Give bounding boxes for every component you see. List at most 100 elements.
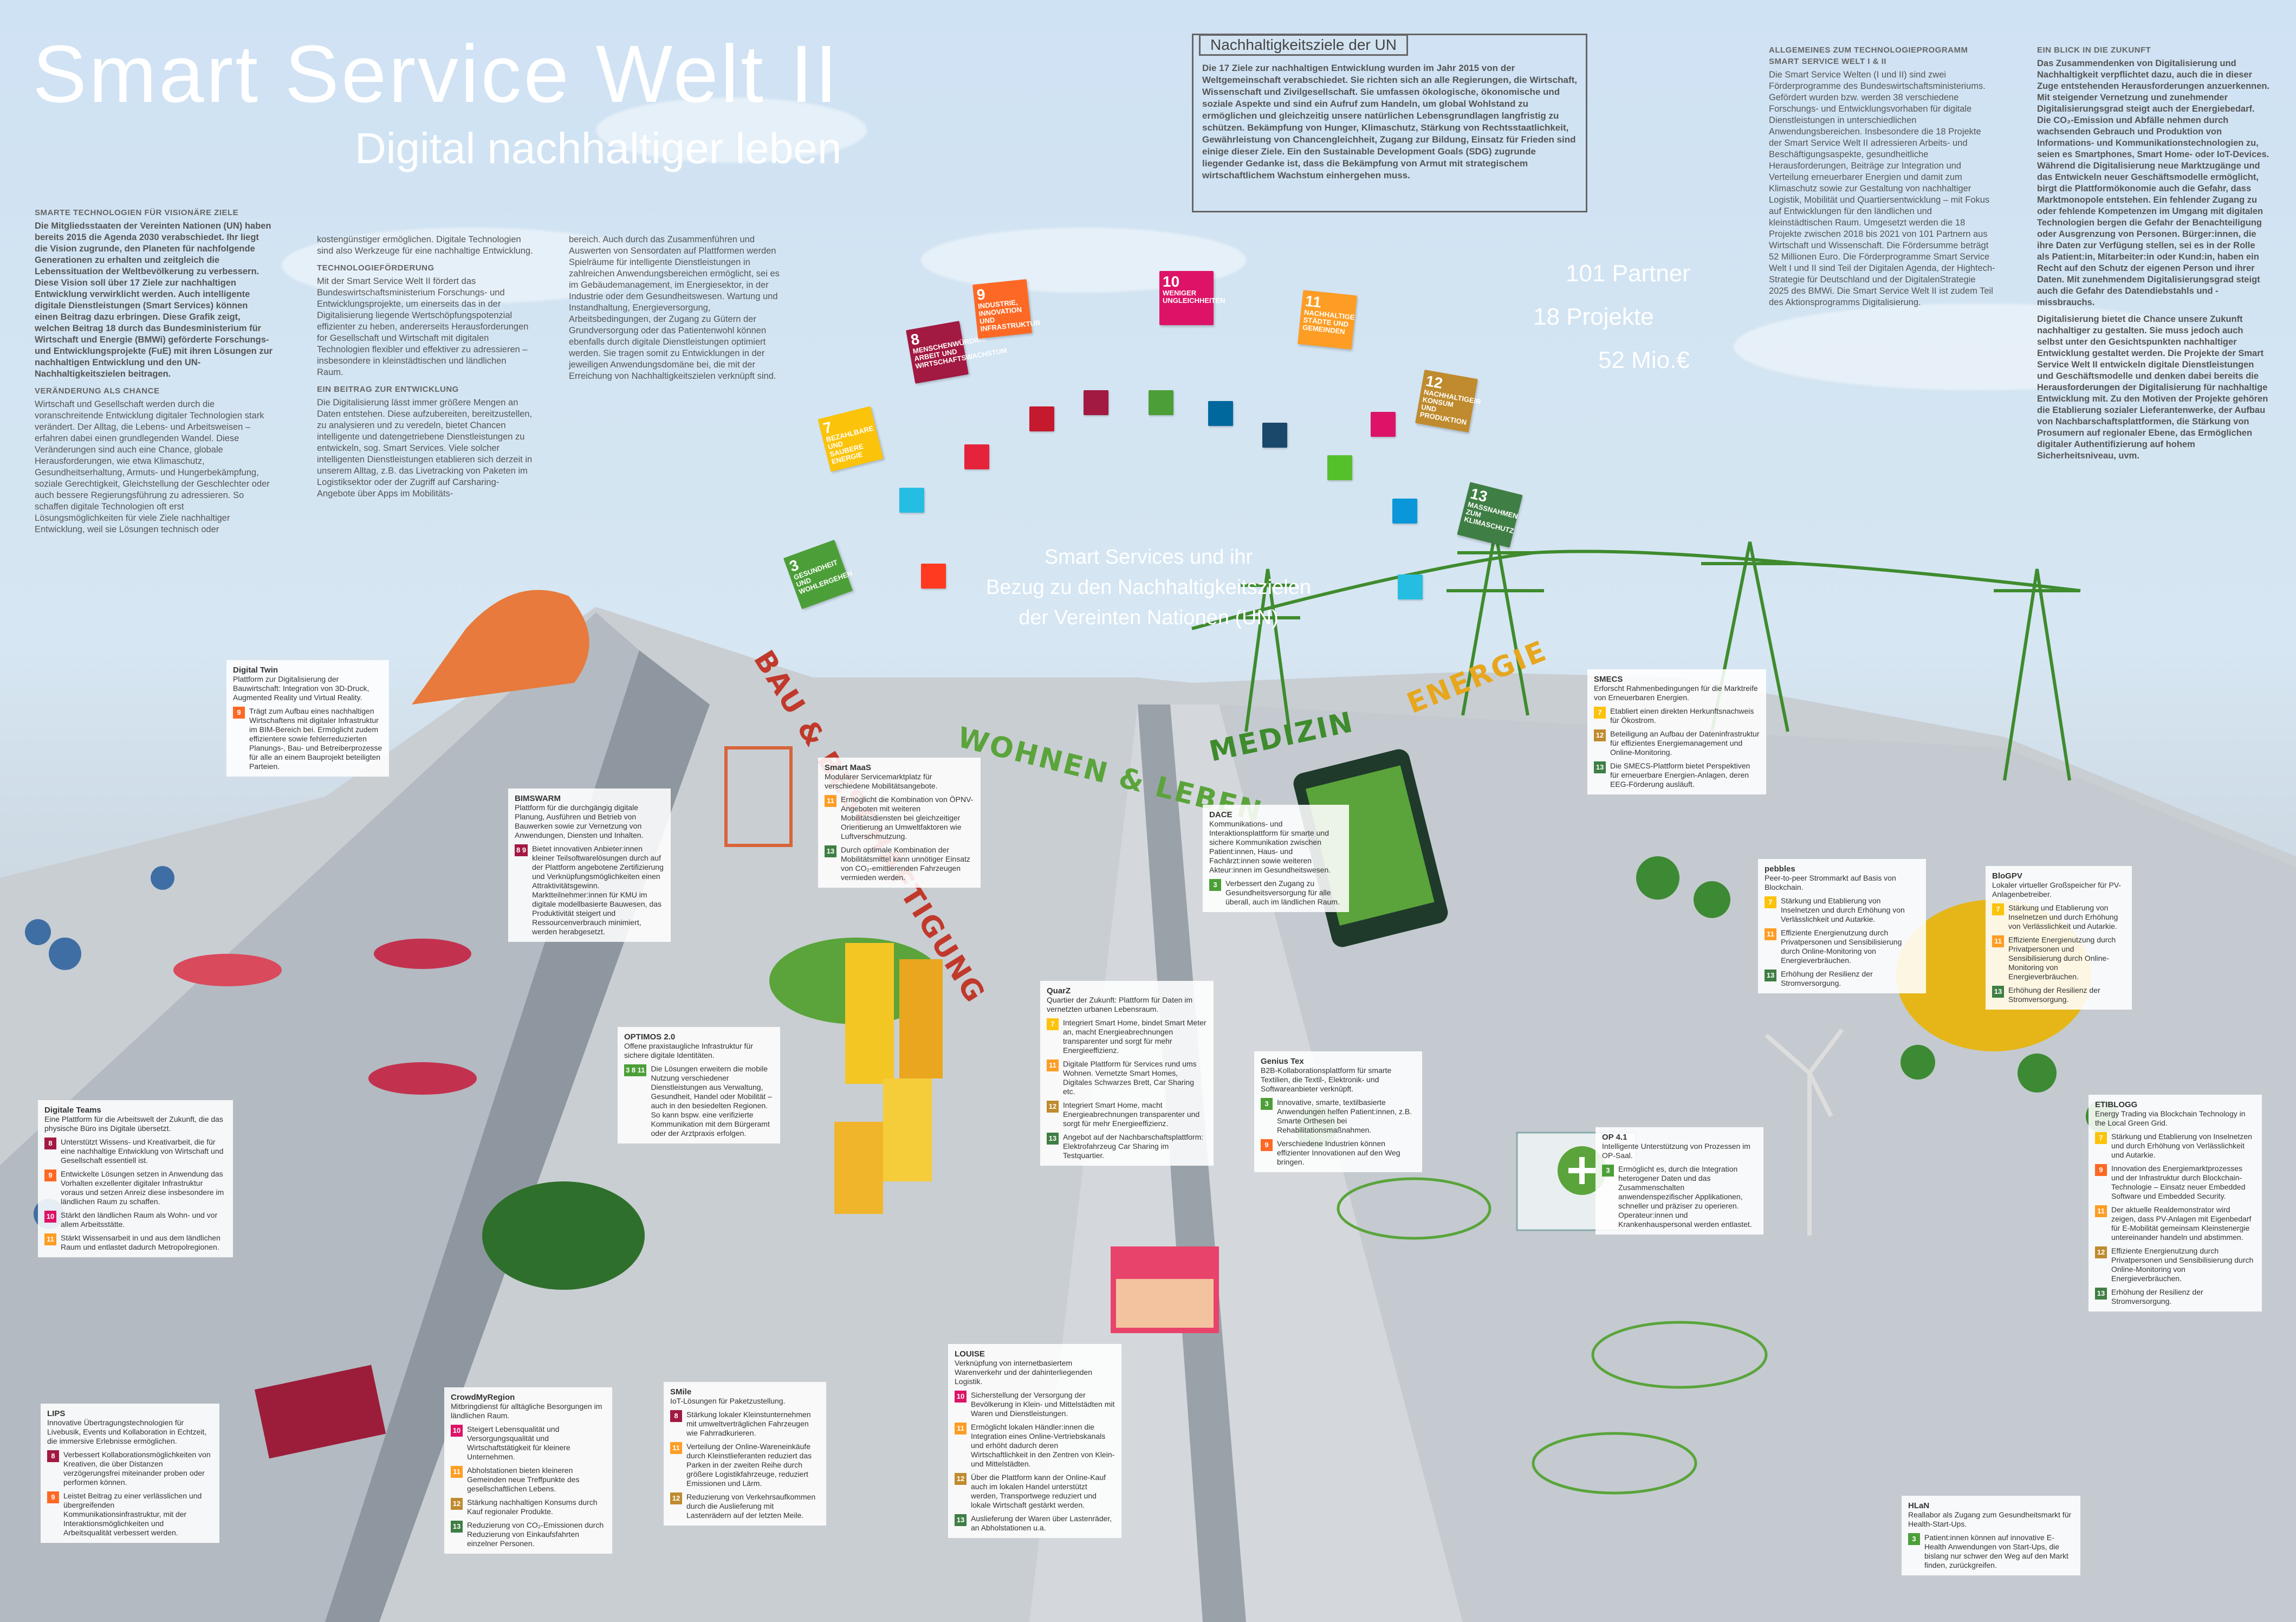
sdg-badge: 8 [670, 1410, 682, 1422]
card-item-text: Verteilung der Online-Wareneinkäufe durc… [686, 1442, 812, 1488]
sdg-badge: 3 [1209, 879, 1221, 891]
card-item-text: Stärkt Wissensarbeit in und aus dem länd… [61, 1233, 220, 1251]
sdg-badge: 3 [1908, 1533, 1920, 1545]
sdg-badge: 12 [670, 1492, 682, 1504]
sdg-badge: 11 [1992, 935, 2004, 947]
card-item-text: Ermöglicht lokalen Händler:innen die Int… [971, 1423, 1115, 1468]
card-title: OP 4.1 [1602, 1133, 1627, 1142]
card-title: pebbles [1765, 864, 1795, 874]
sdg-label: NACHHALTIGE STÄDTE UND GEMEINDEN [1302, 308, 1355, 336]
card-item-text: Angebot auf der Nachbarschaftsplattform:… [1063, 1133, 1204, 1160]
card-subtitle: Offene praxistaugliche Infrastruktur für… [624, 1042, 753, 1059]
page-title: Smart Service Welt II [33, 28, 840, 119]
sdg-badge: 7 [1992, 903, 2004, 915]
card-subtitle: Quartier der Zukunft: Plattform für Date… [1047, 996, 1193, 1013]
center-title-line: der Vereinten Nationen (UN) [1019, 606, 1279, 629]
intro-column-3: bereich. Auch durch das Zusammenführen u… [569, 234, 786, 387]
card-title: LIPS [47, 1409, 66, 1418]
sdg-badge: 9 [44, 1169, 56, 1181]
card-item-text: Effiziente Energienutzung durch Privatpe… [2008, 935, 2116, 981]
sdg-badge: 7 [1047, 1018, 1059, 1030]
sdg-badge: 7 [1765, 896, 1776, 908]
sdg-small-tile [1371, 412, 1396, 437]
card-subtitle: Verknüpfung von internetbasiertem Warenv… [955, 1359, 1092, 1386]
card-title: SMile [670, 1387, 692, 1397]
sdg-badge: 11 [1765, 928, 1776, 940]
card-subtitle: Plattform zur Digitalisierung der Bauwir… [233, 675, 369, 702]
paragraph: Die Mitgliedsstaaten der Vereinten Natio… [35, 221, 273, 379]
card-item-text: Beteiligung an Aufbau der Dateninfrastru… [1610, 729, 1760, 757]
heading: SMARTE TECHNOLOGIEN FÜR VISIONÄRE ZIELE [35, 208, 239, 217]
card-subtitle: Eine Plattform für die Arbeitswelt der Z… [44, 1115, 223, 1133]
sdg-badge: 9 [47, 1491, 59, 1503]
stat-funding: 52 Mio.€ [1598, 347, 1690, 373]
card-title: HLaN [1908, 1501, 1930, 1510]
heading: EIN BLICK IN DIE ZUKUNFT [2037, 46, 2151, 55]
stat-projects: 18 Projekte [1533, 303, 1654, 330]
card-subtitle: Mitbringdienst für alltägliche Besorgung… [451, 1402, 602, 1420]
paragraph: kostengünstiger ermöglichen. Digitale Te… [317, 235, 533, 256]
sdg-badge: 3 [1261, 1098, 1273, 1110]
sdg-badge: 11 [1047, 1059, 1059, 1071]
heading: EIN BEITRAG ZUR ENTWICKLUNG [317, 385, 459, 394]
card-item-text: Innovation des Energiemarktprozesses und… [2111, 1164, 2246, 1200]
sdg-badge: 13 [955, 1514, 967, 1526]
card-item-text: Durch optimale Kombination der Mobilität… [841, 845, 970, 882]
heading: TECHNOLOGIEFÖRDERUNG [317, 263, 434, 273]
cloud [282, 228, 661, 303]
sdg-badge: 12 [451, 1498, 463, 1510]
card-item-text: Steigert Lebensqualität und Versorgungsq… [467, 1425, 570, 1461]
card-subtitle: Lokaler virtueller Großspeicher für PV-A… [1992, 881, 2122, 899]
card-subtitle: IoT-Lösungen für Paketzustellung. [670, 1397, 786, 1405]
sdg-badge: 12 [1594, 729, 1606, 741]
sdg-badge: 8 [47, 1450, 59, 1462]
card-item-text: Auslieferung der Waren über Lastenräder,… [971, 1514, 1112, 1532]
center-title-line: Smart Services und ihr [1044, 546, 1253, 568]
card-item-text: Erhöhung der Resilienz der Stromversorgu… [1781, 970, 1873, 987]
sdg-badge: 9 [1261, 1139, 1273, 1151]
sdg-badge: 13 [1765, 970, 1776, 981]
un-goals-label: Nachhaltigkeitsziele der UN [1199, 34, 1408, 56]
future-column: EIN BLICK IN DIE ZUKUNFT Das Zusammenden… [2037, 39, 2270, 467]
sdg-small-tile [921, 564, 946, 589]
card-title: ETIBLOGG [2095, 1100, 2138, 1109]
sdg-badge: 11 [670, 1442, 682, 1454]
un-goals-box: Nachhaltigkeitsziele der UN Die 17 Ziele… [1192, 34, 1587, 212]
center-title: Smart Services und ihr Bezug zu den Nach… [937, 542, 1360, 633]
card-title: CrowdMyRegion [451, 1393, 515, 1402]
card-item-text: Etabliert einen direkten Herkunftsnachwe… [1610, 707, 1754, 725]
card-title: Genius Tex [1261, 1057, 1304, 1066]
intro-column-2: kostengünstiger ermöglichen. Digitale Te… [317, 234, 534, 505]
